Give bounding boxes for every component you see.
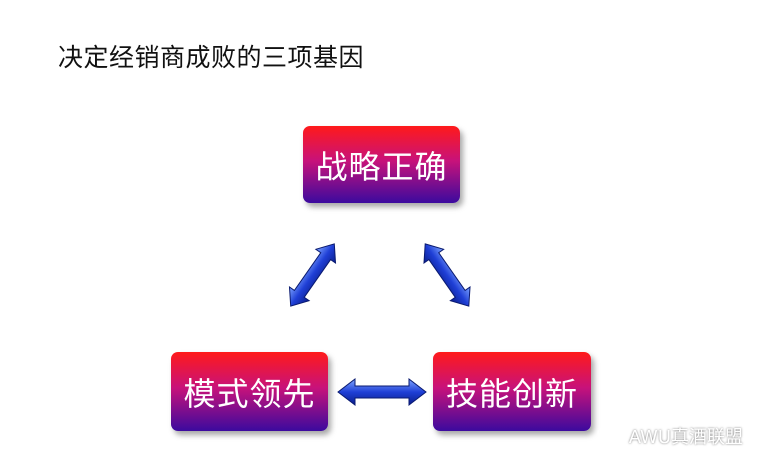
watermark-text: AWU真酒联盟 (628, 427, 743, 448)
arrow-top-left (288, 243, 337, 307)
watermark: AWU真酒联盟 (596, 423, 743, 449)
node-strategy: 战略正确 (303, 126, 460, 203)
arrow-top-right (423, 243, 471, 307)
wechat-icon (596, 425, 622, 446)
node-model: 模式领先 (171, 352, 328, 431)
diagram-title: 决定经销商成败的三项基因 (58, 43, 365, 72)
node-skill: 技能创新 (433, 352, 591, 431)
arrow-bottom (337, 377, 427, 407)
